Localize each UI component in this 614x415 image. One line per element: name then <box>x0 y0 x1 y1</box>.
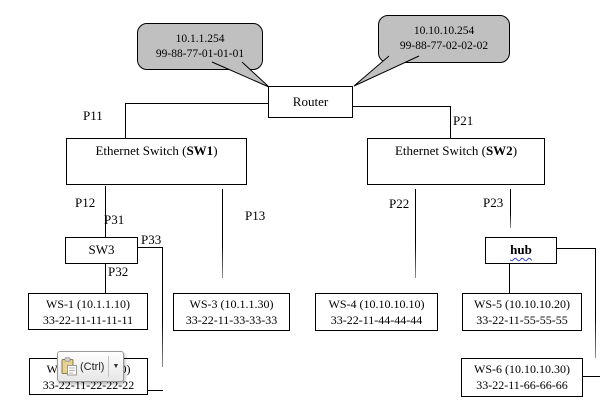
connector-hub-ws5 <box>509 264 510 293</box>
connector-router-sw2-v <box>450 106 451 138</box>
port-label-p22[interactable]: P22 <box>389 196 410 211</box>
workstation-ws6-box[interactable]: WS-6 (10.10.10.30) 33-22-11-66-66-66 <box>461 358 583 397</box>
port-label-p12[interactable]: P12 <box>75 195 96 210</box>
paste-options-label: (Ctrl) <box>80 360 105 373</box>
callout-ip: 10.10.10.254 <box>413 25 475 37</box>
connector-sw3-ws1 <box>105 264 106 293</box>
port-label-p13[interactable]: P13 <box>245 208 266 223</box>
connector-ws6-stub <box>583 376 600 377</box>
workstation-ws4-box[interactable]: WS-4 (10.10.10.10) 33-22-11-44-44-44 <box>315 293 438 331</box>
ws5-mac: 33-22-11-55-55-55 <box>476 313 568 327</box>
port-label-p32[interactable]: P32 <box>108 264 129 279</box>
ws1-mac: 33-22-11-11-11-11 <box>42 313 134 327</box>
paste-options-dropdown-arrow[interactable]: ▼ <box>108 356 119 377</box>
connector-hub-ws6-v <box>595 248 596 358</box>
callout-mac: 99-88-77-01-01-01 <box>155 48 245 60</box>
workstation-ws1-box[interactable]: WS-1 (10.1.1.10) 33-22-11-11-11-11 <box>28 293 148 330</box>
clipboard-paste-icon <box>61 357 77 376</box>
sw1-name: SW1 <box>186 143 214 158</box>
sw1-label-prefix: Ethernet Switch ( <box>95 143 187 158</box>
port-label-p21[interactable]: P21 <box>453 113 474 128</box>
port-label-p31[interactable]: P31 <box>104 212 125 227</box>
connector-sw2-ws4 <box>415 189 416 278</box>
ws5-name-ip: WS-5 (10.10.10.20) <box>474 297 570 311</box>
ws4-mac: 33-22-11-44-44-44 <box>330 313 423 327</box>
ws4-name-ip: WS-4 (10.10.10.10) <box>328 297 425 311</box>
ws6-mac: 33-22-11-66-66-66 <box>476 378 568 392</box>
connector-router-sw1-h <box>125 103 268 104</box>
sw3-label: SW3 <box>88 242 115 257</box>
sw1-label-suffix: ) <box>213 143 218 158</box>
connector-sw1-ws3 <box>222 189 223 278</box>
connector-ws2-stub <box>148 390 163 391</box>
router-box[interactable]: Router <box>268 86 353 118</box>
callout-router-right-interface[interactable]: 10.10.10.254 99-88-77-02-02-02 <box>378 15 510 63</box>
port-label-p11[interactable]: P11 <box>83 108 103 123</box>
ws1-name-ip: WS-1 (10.1.1.10) <box>46 297 130 311</box>
workstation-ws3-box[interactable]: WS-3 (10.1.1.30) 33-22-11-33-33-33 <box>173 293 290 331</box>
ws3-mac: 33-22-11-33-33-33 <box>185 313 278 327</box>
ws6-name-ip: WS-6 (10.10.10.30) <box>474 362 570 376</box>
hub-box[interactable]: hub <box>485 237 557 264</box>
port-label-p23[interactable]: P23 <box>483 195 504 210</box>
connector-sw1-sw3 <box>105 186 106 237</box>
workstation-ws5-box[interactable]: WS-5 (10.10.10.20) 33-22-11-55-55-55 <box>462 293 582 331</box>
connector-sw3-ws2-h <box>138 247 163 248</box>
paste-options-button[interactable]: (Ctrl) ▼ <box>57 351 124 382</box>
router-label: Router <box>292 94 329 109</box>
switch-sw2-box[interactable]: Ethernet Switch (SW2) <box>367 138 545 185</box>
port-label-p33[interactable]: P33 <box>141 232 162 247</box>
sw2-label-suffix: ) <box>512 143 518 158</box>
callout-router-left-interface[interactable]: 10.1.1.254 99-88-77-01-01-01 <box>137 23 263 70</box>
sw2-name: SW2 <box>485 143 513 158</box>
hub-label: hub <box>510 242 532 257</box>
connector-sw2-hub <box>510 189 511 228</box>
connector-router-sw1-v <box>125 103 126 138</box>
connector-sw3-ws2-v <box>162 247 163 367</box>
switch-sw3-box[interactable]: SW3 <box>65 237 138 264</box>
ws3-name-ip: WS-3 (10.1.1.30) <box>189 297 274 311</box>
connector-router-sw2-h <box>352 106 450 107</box>
sw2-label-prefix: Ethernet Switch ( <box>394 143 486 158</box>
switch-sw1-box[interactable]: Ethernet Switch (SW1) <box>66 138 247 185</box>
callout-mac: 99-88-77-02-02-02 <box>399 40 489 52</box>
callout-ip: 10.1.1.254 <box>175 33 225 45</box>
connector-hub-ws6-h <box>556 248 595 249</box>
